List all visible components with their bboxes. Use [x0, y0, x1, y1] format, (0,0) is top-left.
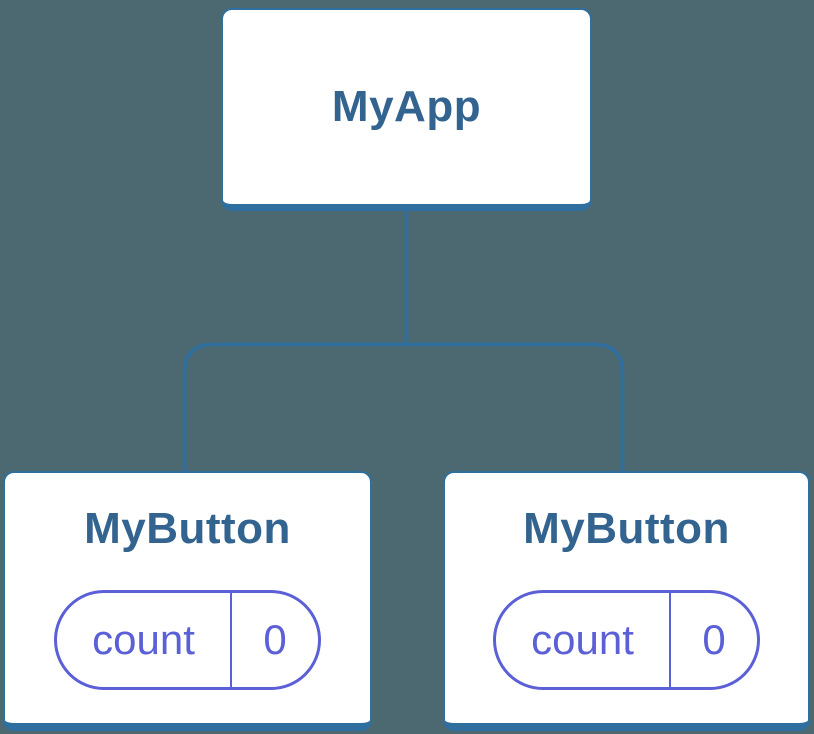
state-pill-right: count 0 [493, 589, 760, 690]
state-value: 0 [263, 615, 287, 663]
state-key-label: count [496, 592, 671, 687]
component-node-child-left: MyButton count 0 [3, 471, 372, 731]
branch-bracket-line [182, 342, 625, 473]
component-label-root: MyApp [331, 81, 482, 131]
state-value: 0 [702, 615, 726, 663]
component-node-child-right: MyButton count 0 [443, 471, 810, 731]
component-label-child-left: MyButton [84, 504, 291, 553]
state-key-label: count [57, 592, 232, 687]
component-node-root: MyApp [221, 8, 592, 211]
component-label-child-right: MyButton [523, 504, 730, 553]
state-pill-left: count 0 [54, 589, 321, 690]
